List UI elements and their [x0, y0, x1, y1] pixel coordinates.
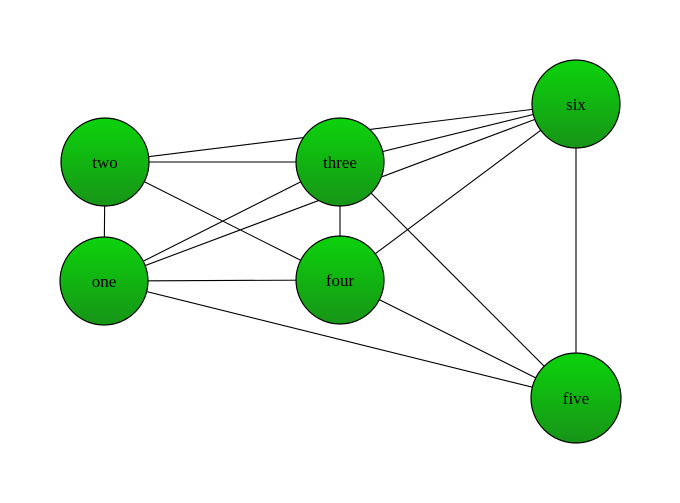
node-circle-four: [295, 235, 385, 325]
node-label-four: four: [326, 271, 355, 290]
node-three: three: [295, 117, 385, 207]
node-circle-two: [60, 117, 150, 207]
node-six: six: [531, 59, 621, 149]
node-label-one: one: [92, 272, 117, 291]
node-label-six: six: [566, 95, 586, 114]
edge-four-six: [339, 103, 577, 281]
node-four: four: [295, 235, 385, 325]
node-circle-five: [530, 352, 622, 444]
node-circle-three: [295, 117, 385, 207]
node-label-two: two: [92, 153, 118, 172]
node-label-three: three: [323, 153, 357, 172]
node-five: five: [530, 352, 622, 444]
edge-one-five: [103, 280, 577, 399]
node-circle-six: [531, 59, 621, 149]
node-one: one: [59, 236, 149, 326]
node-two: two: [60, 117, 150, 207]
node-label-five: five: [563, 389, 589, 408]
edge-three-five: [339, 161, 577, 399]
node-circle-one: [59, 236, 149, 326]
